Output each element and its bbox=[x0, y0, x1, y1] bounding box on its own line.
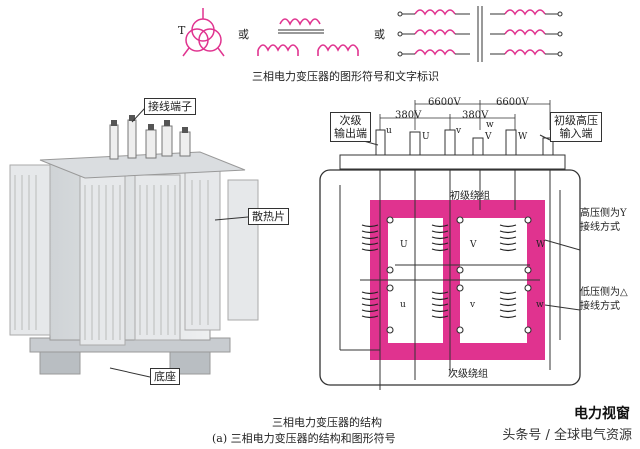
secondary-output-callout: 次级 输出端 bbox=[330, 112, 371, 142]
coil-symbol-full bbox=[414, 9, 546, 56]
top-V-label: V bbox=[485, 132, 492, 142]
coil-v-label: v bbox=[470, 300, 476, 310]
watermark-brand: 电力视窗 bbox=[574, 406, 630, 422]
radiator-callout: 散热片 bbox=[248, 208, 289, 225]
top-U-label: U bbox=[422, 132, 430, 142]
primary-input-callout: 初级高压 输入端 bbox=[550, 112, 602, 142]
schematic-drawing bbox=[319, 100, 581, 390]
symbols-caption: 三相电力变压器的图形符号和文字标识 bbox=[252, 70, 439, 83]
photo-caption: 三相电力变压器的结构 bbox=[272, 416, 382, 429]
watermark-source: 头条号 / 全球电气资源 bbox=[502, 428, 632, 443]
hv-y-connection-label: 高压侧为Y 接线方式 bbox=[580, 208, 627, 233]
base-callout: 底座 bbox=[150, 368, 180, 385]
primary-winding-label: 初级绕组 bbox=[450, 191, 490, 202]
top-W-label: W bbox=[518, 132, 528, 142]
coil-V-label: V bbox=[470, 240, 477, 250]
coil-u-label: u bbox=[400, 300, 406, 310]
coil-U-label: U bbox=[400, 240, 408, 250]
voltage-6600-a: 6600V bbox=[428, 97, 461, 108]
symbol-drawings bbox=[182, 6, 563, 62]
triple-circle-symbol bbox=[182, 8, 225, 57]
symbol-row: T 或 或 三相电力变压器的图形符号和文字标识 bbox=[0, 0, 640, 90]
secondary-winding-label: 次级绕组 bbox=[448, 369, 488, 380]
lv-delta-connection-label: 低压侧为△ 接线方式 bbox=[580, 287, 628, 312]
coil-W-label: W bbox=[536, 240, 546, 250]
top-u-label: u bbox=[386, 126, 392, 136]
terminals-callout: 接线端子 bbox=[144, 98, 196, 115]
or-label-1: 或 bbox=[238, 28, 249, 41]
t-label: T bbox=[178, 24, 186, 37]
voltage-6600-b: 6600V bbox=[496, 97, 529, 108]
top-w-label: w bbox=[486, 120, 494, 130]
coil-symbol-compact bbox=[257, 18, 359, 56]
top-v-label: v bbox=[456, 126, 462, 136]
voltage-380-b: 380V bbox=[462, 110, 489, 121]
figure-caption: (a) 三相电力变压器的结构和图形符号 bbox=[212, 432, 396, 445]
voltage-380-a: 380V bbox=[395, 110, 422, 121]
coil-w-label: w bbox=[536, 300, 544, 310]
transformer-illustration bbox=[9, 107, 259, 378]
transformer-photo: 接线端子 散热片 底座 bbox=[0, 90, 300, 400]
watermark: 头条号 / 全球电气资源 bbox=[502, 424, 632, 443]
transformer-schematic: 次级 输出端 初级高压 输入端 6600V 6600V 380V 380V u … bbox=[300, 90, 640, 400]
or-label-2: 或 bbox=[374, 28, 385, 41]
